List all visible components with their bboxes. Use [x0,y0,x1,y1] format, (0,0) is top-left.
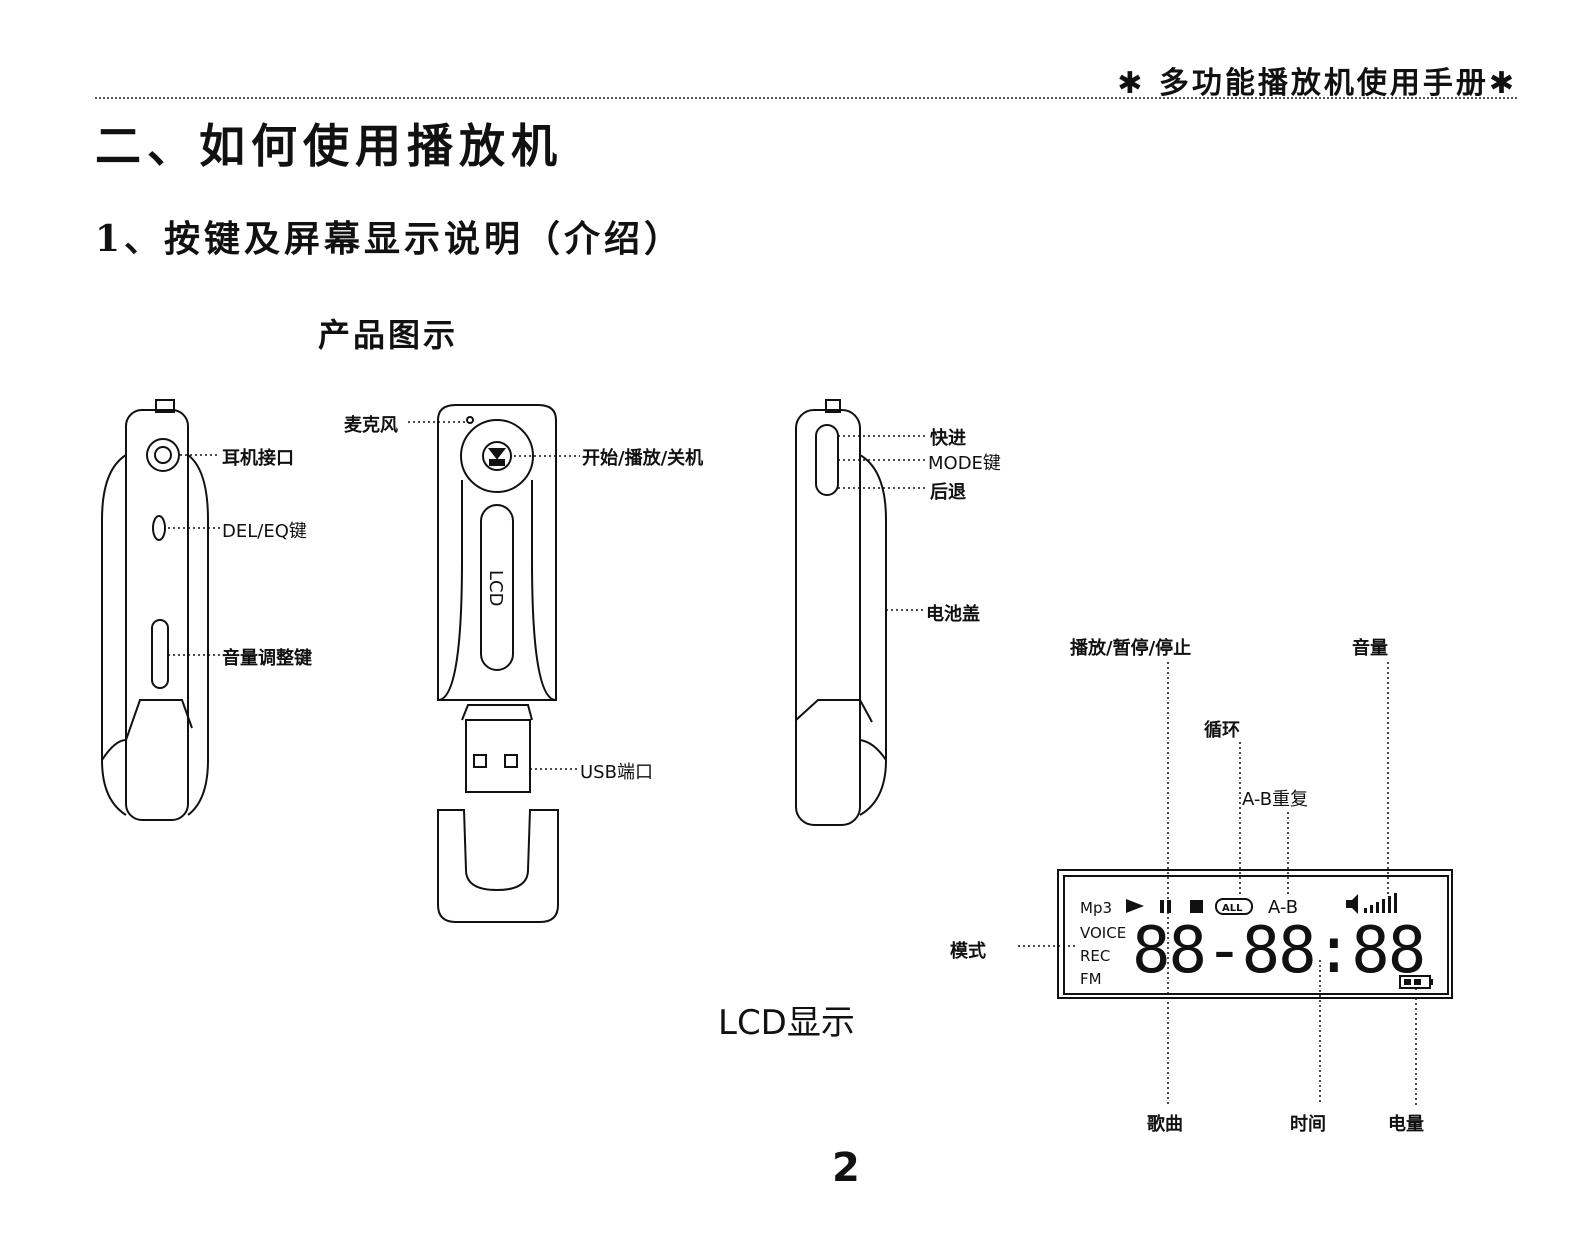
label-usb: USB端口 [580,762,653,783]
label-fast-forward: 快进 [930,428,966,449]
lcd-mode-fm: FM [1080,970,1102,988]
mic-hole-icon [466,416,474,424]
earphone-jack-icon [146,438,180,472]
label-mode-indicator: 模式 [950,941,986,962]
label-battery-cover: 电池盖 [926,604,980,625]
label-del-eq: DEL/EQ键 [222,521,307,542]
label-volume-key: 音量调整键 [222,648,312,669]
label-volume: 音量 [1352,638,1388,659]
left-side-view [101,399,209,821]
usb-plug [465,719,531,793]
label-mode: MODE键 [928,453,1001,474]
label-time: 时间 [1290,1114,1326,1135]
lcd-speaker-icon [1346,894,1358,914]
lcd-digits: 88-88:88 [1132,914,1424,988]
manual-title: ✱ 多功能播放机使用手册✱ [1117,66,1517,101]
label-battery: 电量 [1388,1114,1424,1135]
mode-key-icon [815,424,839,496]
power-button-icon [482,441,512,471]
label-ab-repeat: A-B重复 [1242,789,1309,810]
label-earphone-jack: 耳机接口 [222,448,294,469]
subsection-heading: 1、按键及屏幕显示说明（介绍） [95,218,685,260]
lcd-mode-rec: REC [1080,947,1110,965]
label-song: 歌曲 [1147,1114,1183,1135]
lcd-play-icon [1126,899,1144,913]
volume-key-icon [151,619,169,689]
usb-cap [437,809,559,923]
lcd-mode-voice: VOICE [1080,924,1126,942]
lcd-stop-icon [1190,900,1203,913]
section-heading: 二、如何使用播放机 [95,119,563,173]
lcd-ab: A-B [1268,897,1298,918]
lcd-pause-icon [1160,900,1164,913]
lcd-loop-icon [1215,898,1253,915]
label-power: 开始/播放/关机 [582,448,704,469]
header-divider [95,97,1517,99]
front-view [437,404,559,923]
label-lcd-window: LCD [485,570,506,607]
product-heading: 产品图示 [318,316,459,354]
label-loop: 循环 [1204,720,1240,741]
page-number: 2 [832,1145,860,1191]
lcd-window [480,504,514,671]
lcd-caption: LCD显示 [718,1003,855,1043]
lcd-volume-bars-icon [1364,908,1367,913]
label-mic: 麦克风 [344,415,398,436]
right-side-view [795,399,887,826]
del-eq-button-icon [152,515,166,541]
label-play-pause-stop: 播放/暂停/停止 [1070,638,1192,659]
lcd-screen [1057,869,1453,999]
lcd-loop-text: ALL [1222,903,1243,914]
label-rewind: 后退 [930,482,966,503]
lcd-mode-mp3: Mp3 [1080,899,1112,917]
